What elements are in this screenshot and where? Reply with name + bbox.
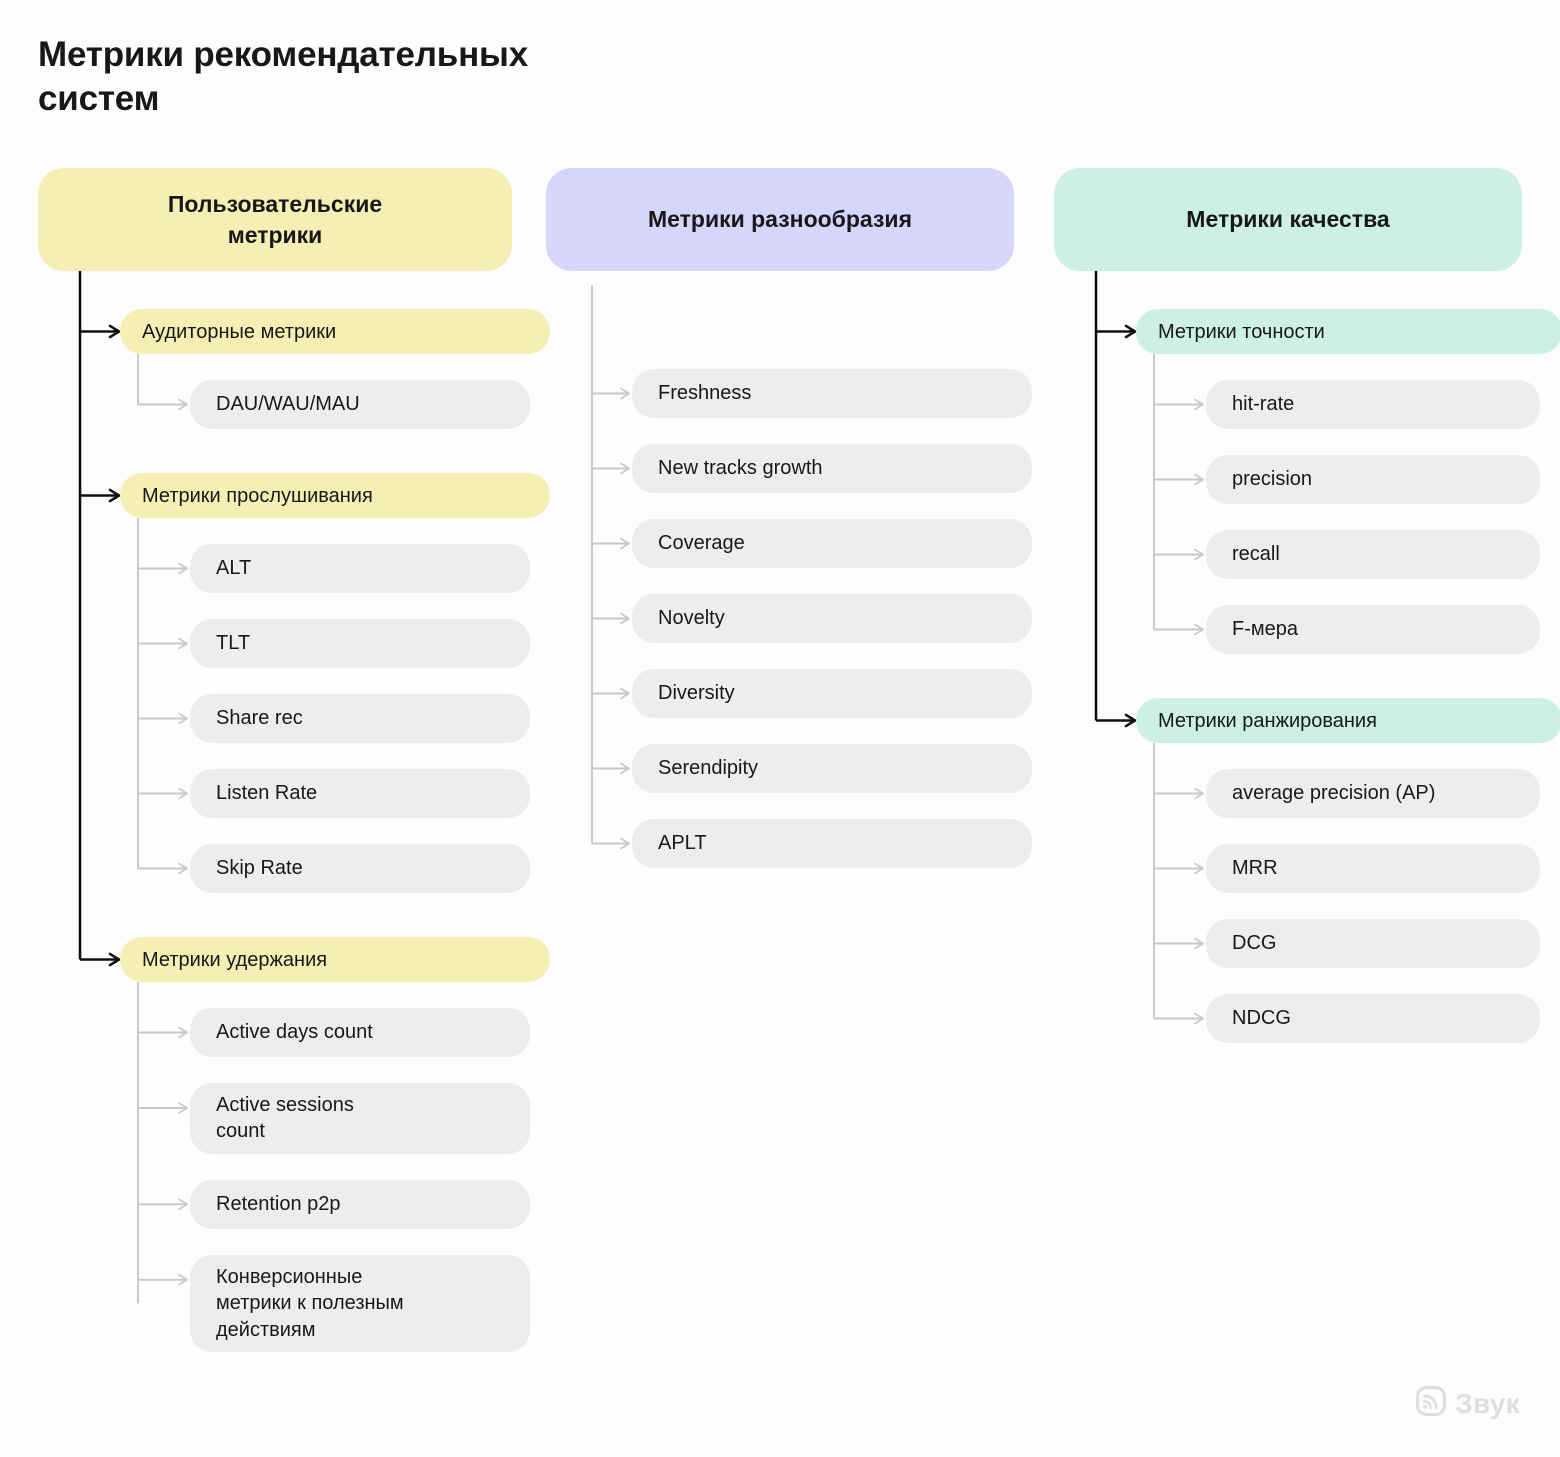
metric-pill[interactable]: Diversity [632,669,1032,718]
metric-pill[interactable]: recall [1206,530,1540,579]
subcategory-pill[interactable]: Метрики ранжирования [1136,698,1560,743]
metric-pill[interactable]: hit-rate [1206,380,1540,429]
metric-pill[interactable]: Active sessions count [190,1083,530,1154]
metric-pill[interactable]: Share rec [190,694,530,743]
metric-pill[interactable]: average precision (AP) [1206,769,1540,818]
metric-pill[interactable]: Listen Rate [190,769,530,818]
metric-pill[interactable]: NDCG [1206,994,1540,1043]
metric-pill[interactable]: MRR [1206,844,1540,893]
subcategory-pill[interactable]: Метрики удержания [120,937,550,982]
metric-pill[interactable]: precision [1206,455,1540,504]
metric-pill[interactable]: Freshness [632,369,1032,418]
metric-pill[interactable]: Serendipity [632,744,1032,793]
metric-pill[interactable]: Novelty [632,594,1032,643]
sound-wave-logo-icon [1416,1386,1447,1421]
metric-pill[interactable]: Retention p2p [190,1179,530,1229]
column-header-user-metrics[interactable]: Пользовательские метрики [38,168,512,271]
metric-pill[interactable]: Skip Rate [190,844,530,893]
metric-pill[interactable]: DCG [1206,919,1540,968]
metric-pill[interactable]: Active days count [190,1008,530,1057]
metric-pill[interactable]: Coverage [632,519,1032,568]
metric-pill[interactable]: ALT [190,544,530,593]
logo-wordmark: Звук [1455,1387,1520,1419]
metric-pill[interactable]: DAU/WAU/MAU [190,380,530,429]
brand-logo: Звук [1416,1386,1520,1421]
column-header-diversity-metrics[interactable]: Метрики разнообразия [546,168,1014,271]
subcategory-pill[interactable]: Аудиторные метрики [120,309,550,354]
metric-pill[interactable]: Конверсионные метрики к полезным действи… [190,1254,530,1352]
subcategory-pill[interactable]: Метрики точности [1136,309,1560,354]
metric-pill[interactable]: TLT [190,619,530,668]
column-header-quality-metrics[interactable]: Метрики качества [1054,168,1522,271]
page-title: Метрики рекомендательных систем [38,35,529,118]
subcategory-pill[interactable]: Метрики прослушивания [120,473,550,518]
metric-pill[interactable]: F-мера [1206,605,1540,654]
group-quality-metrics-1: Метрики ранжирования average precision (A… [1054,698,1560,1043]
metric-pill[interactable]: APLT [632,819,1032,868]
metric-pill[interactable]: New tracks growth [632,444,1032,493]
